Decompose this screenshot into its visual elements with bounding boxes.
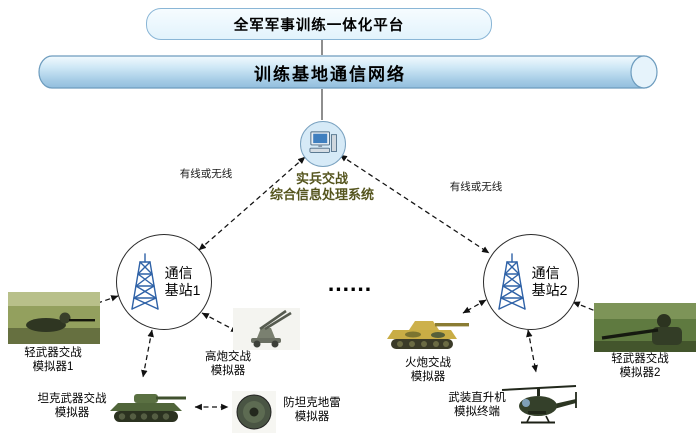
label-artillery-simulator: 火炮交战 模拟器 (384, 356, 472, 384)
label-line: 模拟器1 (32, 361, 74, 373)
network-title: 训练基地通信网络 (254, 65, 406, 84)
label-line: 轻武器交战 (24, 347, 82, 359)
label-line: 模拟器 (210, 365, 246, 377)
more-stations-ellipsis: ...... (327, 270, 373, 296)
aa-gun-simulator-image (233, 308, 300, 350)
arrow-processing-to-station1 (198, 156, 306, 251)
comm-tower-icon (130, 253, 159, 310)
link-label-left: 有线或无线 (179, 168, 233, 180)
arrow-station1-to-tank (141, 329, 154, 378)
arrow-processing-to-station2 (339, 154, 490, 254)
label-line: 坦克武器交战 (37, 393, 107, 405)
label-line: 模拟器2 (619, 367, 661, 379)
processing-label-line2: 综合信息处理系统 (269, 187, 374, 202)
label-light-weapon-simulator-1: 轻武器交战 模拟器1 (6, 346, 100, 374)
station-label-line: 基站2 (531, 282, 568, 298)
label-line: 防坦克地雷 (283, 397, 341, 409)
base-station-2-label: 通信 基站2 (532, 265, 568, 299)
processing-system-node (300, 121, 346, 167)
computer-icon (309, 131, 337, 153)
label-line: 模拟器 (294, 411, 330, 423)
platform-box: 全军军事训练一体化平台 (146, 8, 492, 40)
label-line: 模拟终端 (454, 406, 500, 418)
label-line: 火炮交战 (405, 357, 451, 369)
base-station-1-label: 通信 基站1 (165, 265, 201, 299)
light-weapon-simulator-2-image (594, 303, 696, 352)
label-aa-gun-simulator: 高炮交战 模拟器 (182, 350, 274, 378)
helicopter-terminal-image (501, 385, 577, 424)
label-line: 模拟器 (410, 371, 446, 383)
label-line: 武装直升机 (448, 392, 506, 404)
arrow-station2-to-helicopter (526, 329, 538, 373)
label-light-weapon-simulator-2: 轻武器交战 模拟器2 (592, 352, 688, 380)
network-cylinder (38, 55, 658, 89)
label-tank-simulator: 坦克武器交战 模拟器 (22, 392, 122, 420)
base-station-2-node: 通信 基站2 (483, 234, 579, 330)
anti-tank-mine-image (232, 391, 276, 433)
link-label-right: 有线或无线 (449, 181, 503, 193)
label-line: 模拟器 (54, 407, 90, 419)
platform-title: 全军军事训练一体化平台 (233, 17, 405, 34)
tank-simulator-image (110, 394, 186, 422)
comm-tower-icon (497, 253, 526, 310)
processing-system-label: 实兵交战 综合信息处理系统 (247, 171, 397, 203)
station-label-line: 通信 (531, 265, 560, 281)
artillery-simulator-image (387, 321, 469, 349)
station-label-line: 通信 (164, 265, 193, 281)
light-weapon-simulator-1-image (8, 292, 100, 344)
label-anti-tank-mine-simulator: 防坦克地雷 模拟器 (272, 396, 352, 424)
station-label-line: 基站1 (164, 282, 201, 298)
label-line: 高炮交战 (205, 351, 251, 363)
processing-label-line1: 实兵交战 (295, 171, 348, 186)
arrow-station1-to-aa-gun (201, 312, 239, 333)
arrow-station2-to-artillery (462, 299, 487, 314)
cylinder-end-cap (630, 55, 658, 89)
base-station-1-node: 通信 基站1 (116, 234, 212, 330)
label-helicopter-terminal: 武装直升机 模拟终端 (432, 391, 522, 419)
label-line: 轻武器交战 (611, 353, 669, 365)
